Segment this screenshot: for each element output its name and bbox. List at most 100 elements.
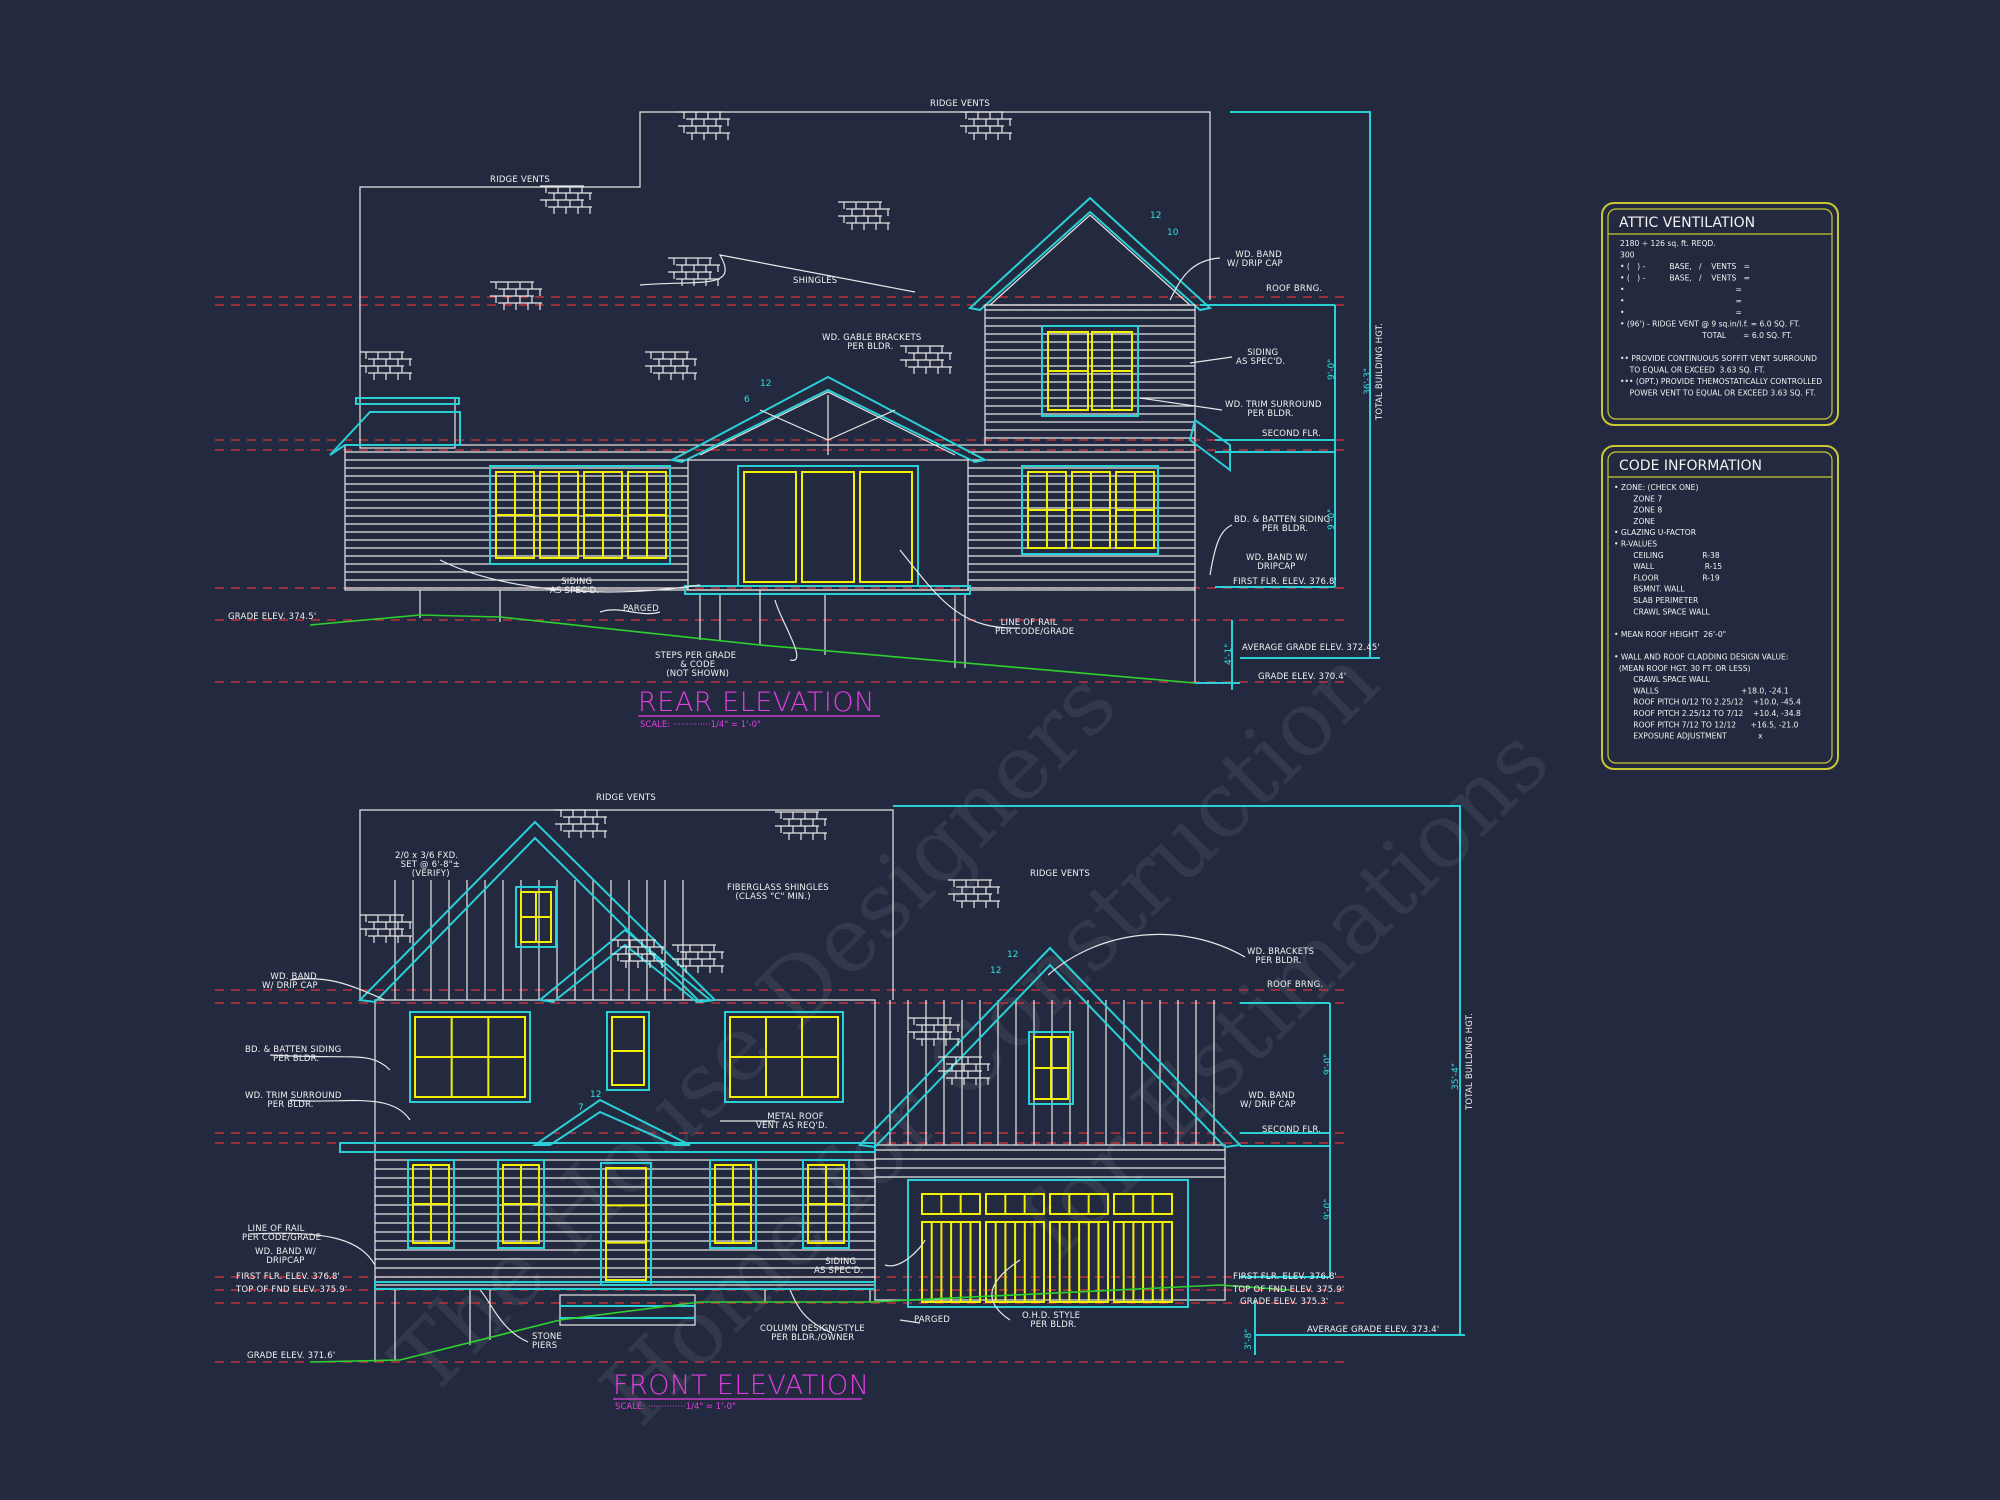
code-information-line: FLOOR R-19 (1614, 573, 1720, 582)
front-label-ohd: PER BLDR. (1030, 1320, 1076, 1330)
front-label-band-drip-cap-right: W/ DRIP CAP (1240, 1100, 1296, 1110)
front-label-band-dripcap: WD. BAND W/ (255, 1247, 316, 1257)
code-information-line: CRAWL SPACE WALL (1614, 607, 1711, 616)
window (743, 471, 797, 583)
ridge-vent-icon (678, 111, 730, 140)
window-trim (802, 1159, 850, 1249)
leader-line (289, 1099, 411, 1121)
code-information-line: (MEAN ROOF HGT. 30 FT. OR LESS) (1614, 664, 1751, 673)
front-label-trim-surround: WD. TRIM SURROUND (245, 1091, 342, 1101)
front-label-band-dripcap: DRIPCAP (266, 1256, 304, 1266)
rear-label-batten-siding: BD. & BATTEN SIDING (1234, 515, 1330, 525)
attic-ventilation-panel: ATTIC VENTILATION 2180 ÷ 126 sq. ft. REQ… (1601, 202, 1839, 426)
front-label-fiberglass-shingles: FIBERGLASS SHINGLES (727, 883, 829, 893)
code-information-line: • MEAN ROOF HEIGHT 26'-0" (1614, 630, 1726, 639)
rear-elevation-title: REAR ELEVATION (638, 687, 875, 718)
rear-elevation: 9'-0" 9'-0" 36'-3" TOTAL BUILDING HGT. 4… (309, 111, 1385, 730)
rear-total-height-label: TOTAL BUILDING HGT. (1375, 323, 1385, 421)
front-left-pitch-run: 7 (578, 1103, 584, 1113)
leader-line (439, 559, 701, 593)
front-elevation-scale: SCALE: ··············1/4" = 1'-0" (615, 1402, 736, 1412)
rear-label-grade-right: GRADE ELEV. 370.4' (1258, 672, 1346, 682)
attic-ventilation-line: •• PROVIDE CONTINUOUS SOFFIT VENT SURROU… (1620, 354, 1817, 363)
ridge-vent-icon (668, 257, 720, 286)
ridge-vent-icon (938, 1056, 990, 1085)
code-information-line: • GLAZING U-FACTOR (1614, 528, 1697, 537)
front-label-grade-right: GRADE ELEV. 375.3' (1240, 1297, 1328, 1307)
front-total-dimension: 35'-4" (1451, 1063, 1461, 1090)
attic-ventilation-line: 300 (1620, 251, 1635, 260)
code-information-line: SLAB PERIMETER (1614, 596, 1699, 605)
rear-pitch-run: 10 (1167, 228, 1179, 238)
front-label-fiberglass-shingles: (CLASS "C" MIN.) (735, 892, 810, 902)
window (1113, 1193, 1173, 1215)
rear-label-steps: & CODE (680, 660, 715, 670)
window-trim (606, 1011, 650, 1091)
attic-ventilation-line: • ( ) - BASE, / VENTS = (1620, 274, 1750, 283)
front-pitch-rise: 12 (1007, 950, 1018, 960)
front-label-metal-roof-vent: VENT AS REQ'D. (756, 1121, 828, 1131)
window-trim (497, 1159, 545, 1249)
ridge-vent-icon (555, 809, 607, 838)
front-label-column-design: PER BLDR./OWNER (771, 1333, 854, 1343)
rear-label-siding-left: SIDING (561, 577, 592, 587)
rear-label-ridge-vents-left: RIDGE VENTS (490, 175, 550, 185)
rear-upper-dimension: 9'-0" (1327, 359, 1337, 380)
code-information-line: • R-VALUES (1614, 540, 1657, 549)
front-label-fxd-window: SET @ 6'-8"± (401, 860, 461, 870)
code-information-line: • ZONE: (CHECK ONE) (1614, 483, 1698, 492)
window (1049, 1193, 1109, 1215)
front-label-stone-piers: PIERS (532, 1341, 557, 1351)
attic-ventilation-line: POWER VENT TO EQUAL OR EXCEED 3.63 SQ. F… (1620, 389, 1816, 398)
rear-label-roof-brng: ROOF BRNG. (1266, 284, 1322, 294)
code-information-line: CEILING R-38 (1614, 551, 1720, 560)
front-label-band-drip-cap-right: WD. BAND (1248, 1091, 1295, 1101)
front-lower-dimension: 9'-0" (1323, 1199, 1333, 1220)
front-label-top-fnd-left: TOP OF FND ELEV. 375.9' (235, 1285, 347, 1295)
front-upper-dimension: 9'-0" (1323, 1054, 1333, 1075)
rear-label-shingles: SHINGLES (793, 276, 837, 286)
front-label-roof-brng: ROOF BRNG. (1267, 980, 1323, 990)
front-label-batten-siding: PER BLDR. (273, 1054, 319, 1064)
rear-label-batten-siding: PER BLDR. (1262, 524, 1308, 534)
window-trim (515, 886, 557, 948)
leader-line (1209, 524, 1233, 576)
leader-line (774, 599, 798, 661)
rear-label-siding-right: AS SPEC'D. (1236, 357, 1285, 367)
front-label-siding: AS SPEC'D. (814, 1266, 863, 1276)
ridge-vent-icon (540, 185, 592, 214)
front-label-fxd-window: (VERIFY) (412, 869, 450, 879)
window (801, 471, 855, 583)
leader-line (1139, 397, 1223, 411)
code-information-line: BSMNT. WALL (1614, 585, 1686, 594)
front-elevation: 9'-0" 9'-0" 35'-4" TOTAL BUILDING HGT. 3… (309, 805, 1475, 1412)
window-trim (600, 1162, 652, 1286)
window (859, 471, 913, 583)
leader-line (639, 254, 916, 293)
rear-label-avg-grade: AVERAGE GRADE ELEV. 372.45' (1242, 643, 1380, 653)
code-information-line: ZONE 7 (1614, 494, 1662, 503)
code-information-line: ZONE (1614, 517, 1655, 526)
front-label-band-drip-cap-left: W/ DRIP CAP (262, 981, 318, 991)
front-label-line-of-rail: PER CODE/GRADE (242, 1233, 321, 1243)
rear-main-pitch-run: 6 (744, 395, 750, 405)
leader-line (789, 1289, 833, 1334)
leader-line (1047, 933, 1246, 976)
leader-line (599, 609, 661, 615)
front-label-ohd: O.H.D. STYLE (1022, 1311, 1080, 1321)
front-label-line-of-rail: LINE OF RAIL (248, 1224, 305, 1234)
window-trim (409, 1011, 531, 1103)
ridge-vent-symbols (360, 111, 1012, 1085)
rear-label-parged: PARGED (623, 604, 659, 614)
code-information-line: ZONE 8 (1614, 506, 1662, 515)
window-trim (709, 1159, 757, 1249)
attic-ventilation-title: ATTIC VENTILATION (1619, 215, 1755, 231)
window-trim (407, 1159, 455, 1249)
rear-grade-drop-dimension: 4'-1" (1224, 644, 1234, 665)
code-information-line: • WALL AND ROOF CLADDING DESIGN VALUE: (1614, 653, 1788, 662)
rear-lower-dimension: 9'-0" (1327, 509, 1337, 530)
ridge-vent-icon (612, 939, 664, 968)
front-label-brackets: PER BLDR. (1255, 956, 1301, 966)
leader-line (479, 1289, 529, 1343)
code-information-line: EXPOSURE ADJUSTMENT x (1614, 732, 1763, 741)
